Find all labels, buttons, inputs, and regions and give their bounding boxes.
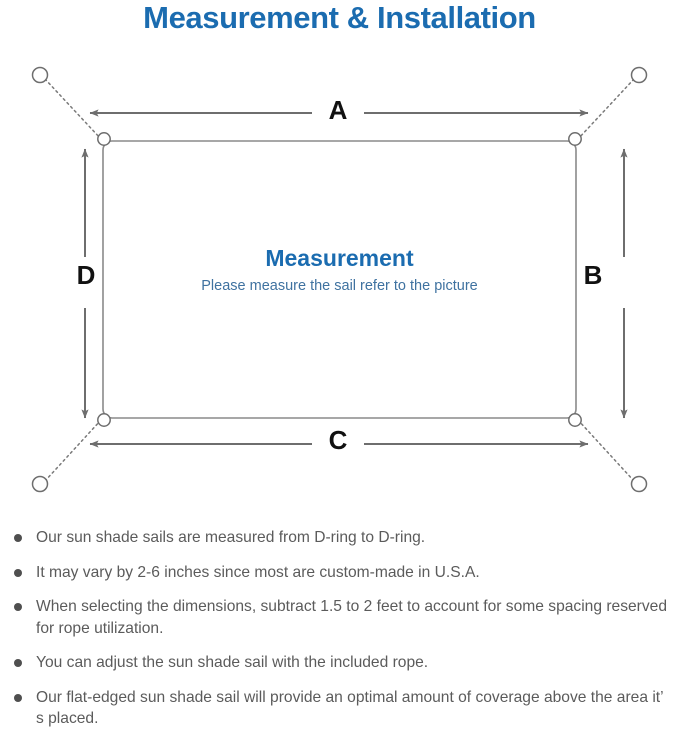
list-item: You can adjust the sun shade sail with t…: [10, 652, 675, 674]
diagram-center-subtitle: Please measure the sail refer to the pic…: [201, 278, 478, 294]
list-item: Our flat-edged sun shade sail will provi…: [10, 687, 675, 730]
list-item-text: Our flat-edged sun shade sail will provi…: [36, 688, 664, 728]
bullet-icon: [14, 693, 22, 702]
bullet-icon: [14, 568, 22, 577]
anchor-point-top-right: [630, 66, 648, 84]
bullet-icon: [14, 534, 22, 542]
anchor-point-top-left: [31, 66, 49, 84]
list-item-text: Our sun shade sails are measured from D-…: [36, 529, 426, 546]
rope-bottom-left: [44, 419, 102, 482]
dimension-label-b: B: [583, 260, 603, 290]
dimension-label-d: D: [76, 260, 96, 290]
rope-bottom-right: [577, 419, 635, 482]
diagram-center-title: Measurement: [265, 245, 414, 271]
dimension-label-a: A: [328, 95, 348, 125]
d-ring-bottom-left: [97, 413, 111, 427]
sail-measurement-diagram: [0, 44, 679, 514]
dimension-label-c: C: [328, 425, 348, 455]
list-item-text: When selecting the dimensions, subtract …: [36, 598, 668, 637]
list-item: Our sun shade sails are measured from D-…: [10, 527, 675, 549]
bullet-icon: [14, 603, 22, 611]
list-item: It may vary by 2-6 inches since most are…: [10, 562, 675, 584]
bullet-icon: [14, 659, 22, 667]
d-ring-top-left: [97, 132, 111, 146]
list-item-text: You can adjust the sun shade sail with t…: [36, 654, 429, 671]
rope-top-right: [577, 78, 635, 140]
list-item-text: It may vary by 2-6 inches since most are…: [36, 563, 480, 581]
page-title: Measurement & Installation: [143, 0, 536, 35]
notes-list: Our sun shade sails are measured from D-…: [10, 527, 675, 730]
diagram-svg: [31, 66, 648, 493]
sail-body: [102, 140, 577, 419]
rope-top-left: [44, 78, 102, 140]
anchor-point-bottom-right: [630, 475, 648, 493]
list-item: When selecting the dimensions, subtract …: [10, 596, 675, 639]
d-ring-bottom-right: [568, 413, 582, 427]
anchor-point-bottom-left: [31, 475, 49, 493]
d-ring-top-right: [568, 132, 582, 146]
